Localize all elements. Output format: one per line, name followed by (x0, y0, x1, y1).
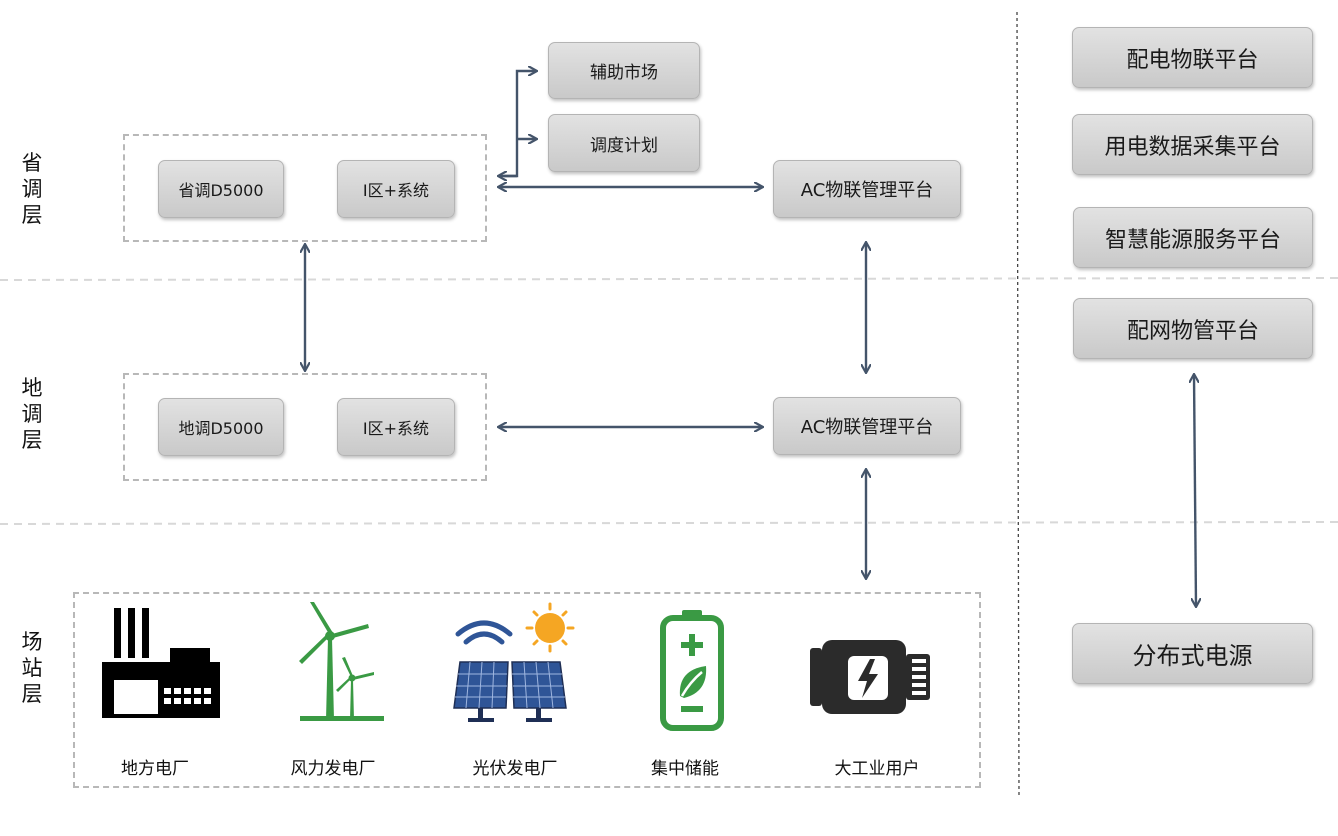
prefecture-d5000-box[interactable]: 地调D5000 (158, 398, 284, 456)
layer-label-station: 场站层 (21, 630, 43, 706)
arrow-grid-distributed (1194, 375, 1196, 606)
layer-divider-1 (0, 277, 1338, 281)
vertical-divider (1016, 11, 1020, 799)
station-label-local-plant: 地方电厂 (121, 759, 189, 779)
station-label-storage: 集中储能 (651, 759, 719, 779)
prefecture-zone-box[interactable]: Ⅰ区+系统 (337, 398, 455, 456)
aux-market-box[interactable]: 辅助市场 (548, 42, 700, 99)
province-zone-box[interactable]: Ⅰ区+系统 (337, 160, 455, 218)
province-ac-platform-box[interactable]: AC物联管理平台 (773, 160, 961, 218)
prefecture-group (123, 373, 487, 481)
battery-icon (660, 610, 724, 731)
station-label-solar-plant: 光伏发电厂 (472, 759, 558, 779)
dispatch-plan-box[interactable]: 调度计划 (548, 114, 700, 172)
industrial-chip-icon (810, 640, 930, 714)
solar-panel-icon (453, 602, 575, 722)
distributed-power-box[interactable]: 分布式电源 (1072, 623, 1313, 684)
grid-mgmt-platform-box[interactable]: 配网物管平台 (1073, 298, 1313, 359)
layer-divider-2 (0, 521, 1338, 525)
station-label-wind-plant: 风力发电厂 (290, 759, 376, 779)
smart-energy-platform-box[interactable]: 智慧能源服务平台 (1073, 207, 1313, 268)
prefecture-ac-platform-box[interactable]: AC物联管理平台 (773, 397, 961, 455)
layer-label-province: 省调层 (21, 151, 43, 227)
province-d5000-box[interactable]: 省调D5000 (158, 160, 284, 218)
province-group (123, 134, 487, 242)
power-data-platform-box[interactable]: 用电数据采集平台 (1072, 114, 1313, 175)
layer-label-prefecture: 地调层 (21, 376, 43, 452)
dist-iot-platform-box[interactable]: 配电物联平台 (1072, 27, 1313, 88)
wind-turbine-icon (299, 602, 384, 721)
factory-icon (102, 608, 220, 718)
branch-line (504, 71, 536, 178)
station-group (73, 592, 981, 788)
station-label-industrial: 大工业用户 (834, 759, 920, 779)
